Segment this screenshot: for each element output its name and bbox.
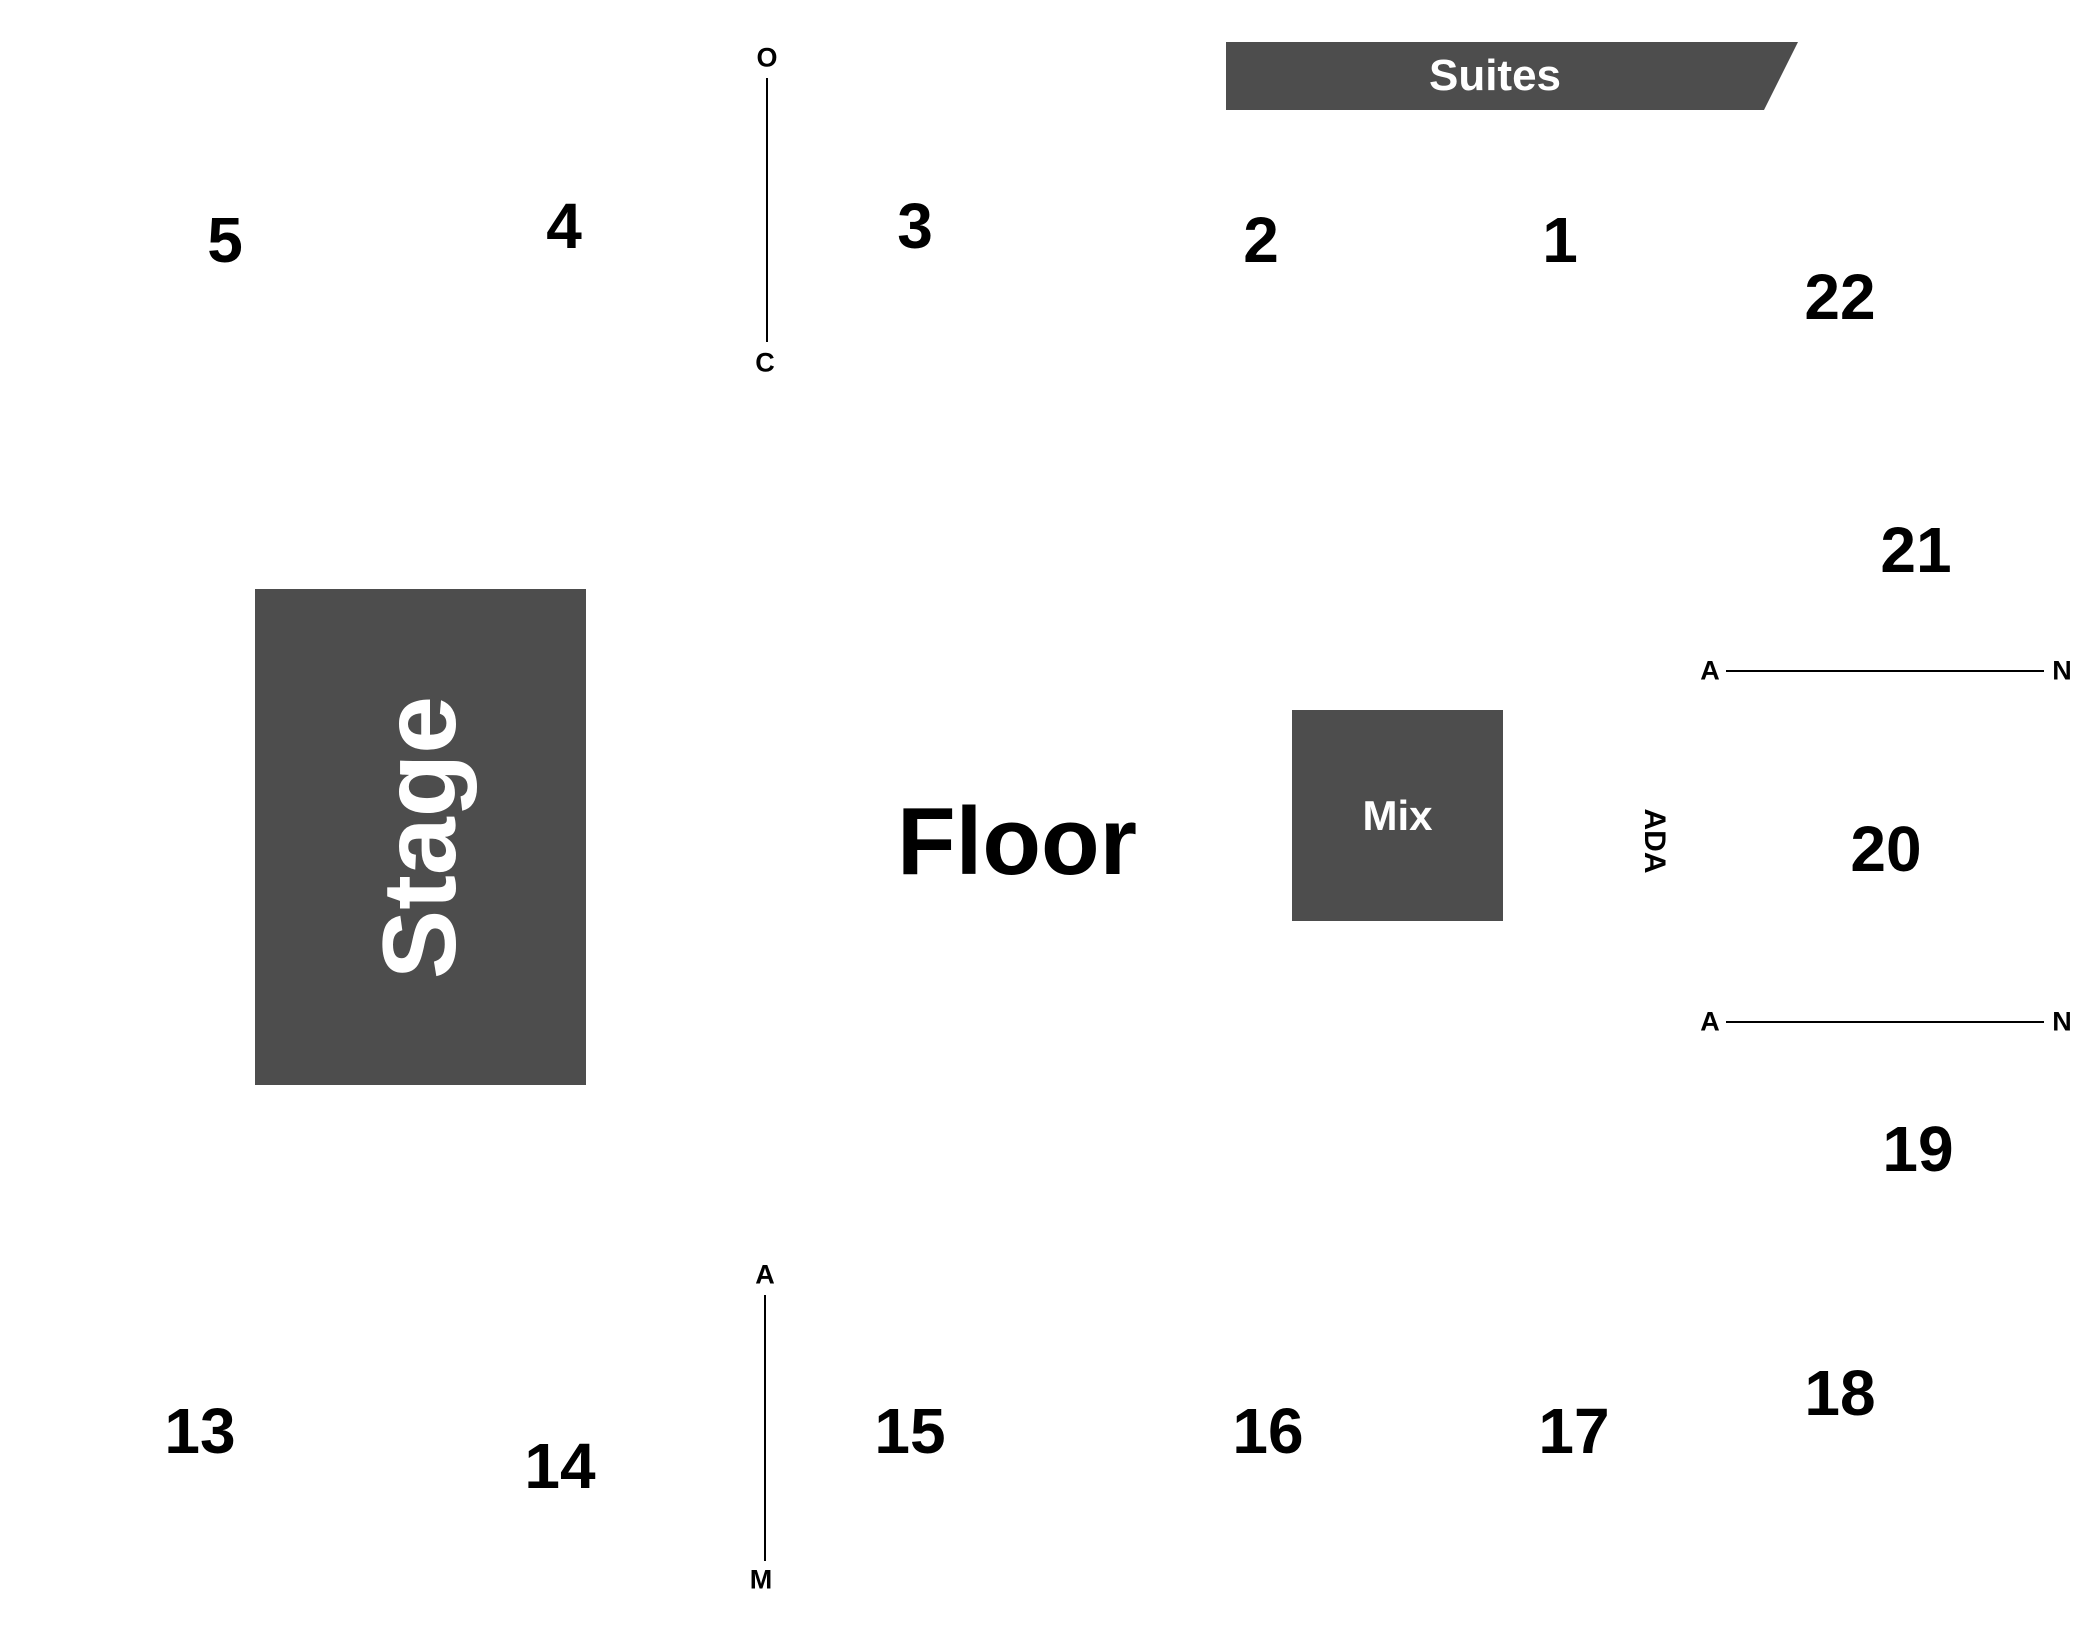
right-upper-row-start: A [1700,655,1720,686]
suites-shape [1226,42,1798,110]
top-aisle-row-end: C [755,347,775,378]
section-1[interactable]: 1 [1542,204,1578,276]
bottom-aisle-row-end: M [749,1564,773,1595]
bottom-aisle-line [764,1295,766,1561]
section-21[interactable]: 21 [1880,514,1952,586]
right-lower-line [1726,1021,2044,1023]
section-18[interactable]: 18 [1804,1357,1876,1429]
section-13[interactable]: 13 [164,1395,236,1467]
top-aisle-line [766,78,768,342]
stage-block[interactable]: Stage [255,589,586,1085]
right-lower-row-end: N [2052,1006,2072,1037]
floor-label[interactable]: Floor [897,788,1137,895]
right-upper-row-end: N [2052,655,2072,686]
section-14[interactable]: 14 [524,1430,596,1502]
section-15[interactable]: 15 [874,1395,946,1467]
ada-label: ADA [1638,808,1671,874]
section-4[interactable]: 4 [546,190,582,262]
section-2[interactable]: 2 [1243,204,1279,276]
mix-label: Mix [1362,791,1433,839]
suites-block[interactable]: Suites [1226,42,1798,110]
section-16[interactable]: 16 [1232,1395,1304,1467]
right-upper-line [1726,670,2044,672]
section-5[interactable]: 5 [207,204,243,276]
stage-label: Stage [362,695,478,979]
bottom-aisle-row-start: A [755,1259,775,1290]
suites-label: Suites [1428,51,1562,100]
section-17[interactable]: 17 [1538,1395,1610,1467]
top-aisle-row-start: O [756,42,778,73]
right-lower-row-start: A [1700,1006,1720,1037]
section-3[interactable]: 3 [897,190,933,262]
section-22[interactable]: 22 [1804,261,1876,333]
section-20[interactable]: 20 [1850,813,1922,885]
mix-block[interactable]: Mix [1292,710,1503,921]
section-19[interactable]: 19 [1882,1113,1954,1185]
